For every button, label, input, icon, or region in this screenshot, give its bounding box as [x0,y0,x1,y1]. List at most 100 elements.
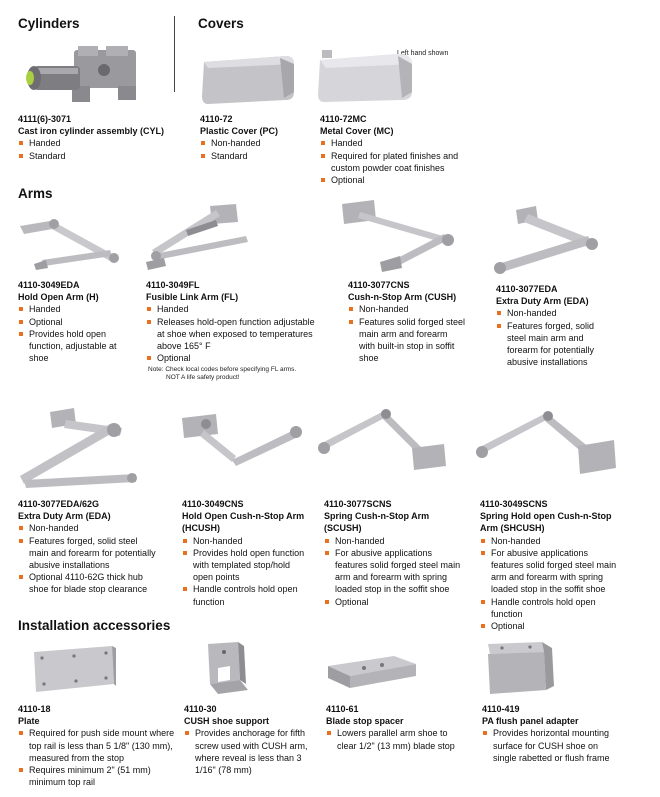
section-title-cylinders: Cylinders [18,16,80,31]
bullet-list: Handed Releases hold-open function adjus… [146,303,322,364]
bullet: Features forged, solid steel main and fo… [18,535,158,572]
section-title-arms: Arms [18,186,53,201]
cush-shoe-support-image [204,640,250,696]
item-plate: 4110-18 Plate Required for push side mou… [18,703,182,788]
fl-arm-note-line-2: NOT A life safety product! [166,374,240,381]
part-name: Spring Cush-n-Stop Arm (SCUSH) [324,511,430,534]
bullet: Standard [200,150,310,162]
item-cylinder: 4111(6)-3071 Cast iron cylinder assembly… [18,113,168,162]
bullet: Non-handed [182,535,310,547]
bullet: Non-handed [18,522,158,534]
bullet: Provides anchorage for fifth screw used … [184,727,314,776]
part-number: 4110-3049FL [146,280,200,290]
part-name: Plate [18,716,40,727]
item-cush-shoe-support: 4110-30 CUSH shoe support Provides ancho… [184,703,314,776]
bullet: Requires minimum 2" (51 mm) minimum top … [18,764,182,788]
item-arm-3049fl: 4110-3049FL Fusible Link Arm (FL) Handed… [146,279,322,364]
part-name: Hold Open Arm (H) [18,292,99,303]
bullet: Optional 4110-62G thick hub shoe for bla… [18,571,158,595]
bullet: Handed [146,303,322,315]
bullet-list: Non-handed For abusive applications feat… [480,535,620,633]
metal-cover-image [316,46,416,104]
part-number: 4110-3077EDA/62G [18,499,100,509]
item-metal-cover: 4110-72MC Metal Cover (MC) Handed Requir… [320,113,470,186]
part-number: 4110-30 [184,704,217,714]
bullet: Optional [146,352,322,364]
bullet: Provides hold open function, adjustable … [18,328,130,365]
part-number: 4110-18 [18,704,51,714]
bullet: Provides hold open function with templat… [182,547,310,584]
arm-3077cns-image [330,194,460,274]
part-number: 4110-3077SCNS [324,499,392,509]
part-name: Blade stop spacer [326,716,404,727]
bullet: Lowers parallel arm shoe to clear 1/2" (… [326,727,456,751]
part-number: 4110-3077CNS [348,280,410,290]
item-pa-flush-panel-adapter: 4110-419 PA flush panel adapter Provides… [482,703,612,764]
part-number: 4110-72MC [320,114,367,124]
bullet: Optional [324,596,464,608]
bullet-list: Handed Standard [18,137,168,161]
bullet: Standard [18,150,168,162]
section-title-accessories: Installation accessories [18,618,171,633]
bullet: Optional [480,620,620,632]
item-arm-3049scns: 4110-3049SCNS Spring Hold open Cush-n-St… [480,498,620,632]
arm-3049cns-image [176,406,306,486]
bullet: Provides horizontal mounting surface for… [482,727,612,764]
bullet: Non-handed [480,535,620,547]
bullet: For abusive applications features solid … [480,547,620,596]
item-arm-3077cns: 4110-3077CNS Cush-n-Stop Arm (CUSH) Non-… [348,279,466,364]
section-divider [174,16,175,92]
plastic-cover-image [198,52,298,106]
bullet-list: Provides horizontal mounting surface for… [482,727,612,764]
arm-3077eda-image [486,200,606,282]
arm-3049fl-image [146,200,256,272]
part-name: Extra Duty Arm (EDA) [496,296,589,307]
item-arm-3049eda: 4110-3049EDA Hold Open Arm (H) Handed Op… [18,279,130,364]
item-blade-stop-spacer: 4110-61 Blade stop spacer Lowers paralle… [326,703,456,752]
bullet-list: Required for push side mount where top r… [18,727,182,788]
item-arm-3077eda: 4110-3077EDA Extra Duty Arm (EDA) Non-ha… [496,283,608,368]
part-name: Metal Cover (MC) [320,126,394,137]
bullet-list: Non-handed For abusive applications feat… [324,535,464,608]
item-arm-3049cns: 4110-3049CNS Hold Open Cush-n-Stop Arm (… [182,498,310,608]
bullet: Optional [18,316,130,328]
bullet-list: Handed Optional Provides hold open funct… [18,303,130,364]
bullet-list: Non-handed Features solid forged steel m… [348,303,466,364]
bullet: Handle controls hold open function [480,596,620,620]
part-name: Cast iron cylinder assembly (CYL) [18,126,165,137]
part-number: 4110-3049CNS [182,499,244,509]
arm-3049eda-image [16,210,126,272]
part-number: 4111(6)-3071 [18,114,72,124]
bullet: Handed [18,137,168,149]
plate-image [30,644,116,694]
part-name: Spring Hold open Cush-n-Stop Arm (SHCUSH… [480,511,612,534]
item-plastic-cover: 4110-72 Plastic Cover (PC) Non-handed St… [200,113,310,162]
item-arm-3077scns: 4110-3077SCNS Spring Cush-n-Stop Arm (SC… [324,498,464,608]
bullet-list: Non-handed Provides hold open function w… [182,535,310,608]
bullet: Optional [320,174,470,186]
part-name: Extra Duty Arm (EDA) [18,511,111,522]
part-number: 4110-3077EDA [496,284,558,294]
cover-caption: Left hand shown [397,50,449,57]
bullet-list: Non-handed Features forged, solid steel … [18,522,158,595]
part-name: Cush-n-Stop Arm (CUSH) [348,292,457,303]
pa-flush-panel-adapter-image [482,640,558,696]
bullet: Required for plated finishes and custom … [320,150,470,174]
blade-stop-spacer-image [324,652,420,692]
bullet: Releases hold-open function adjustable a… [146,316,322,353]
bullet: Handed [320,137,470,149]
part-name: Fusible Link Arm (FL) [146,292,239,303]
bullet-list: Non-handed Features forged, solid steel … [496,307,608,368]
bullet-list: Non-handed Standard [200,137,310,161]
bullet: Features solid forged steel main arm and… [348,316,466,365]
fl-arm-note-line-1: Note: Check local codes before specifyin… [148,366,297,373]
part-name: Hold Open Cush-n-Stop Arm (HCUSH) [182,511,305,534]
bullet: Non-handed [348,303,466,315]
bullet-list: Lowers parallel arm shoe to clear 1/2" (… [326,727,456,751]
arm-3077scns-image [316,404,456,480]
bullet: Required for push side mount where top r… [18,727,182,764]
bullet: Handle controls hold open function [182,583,310,607]
cylinder-image [14,40,144,108]
part-name: Plastic Cover (PC) [200,126,279,137]
part-number: 4110-3049EDA [18,280,80,290]
